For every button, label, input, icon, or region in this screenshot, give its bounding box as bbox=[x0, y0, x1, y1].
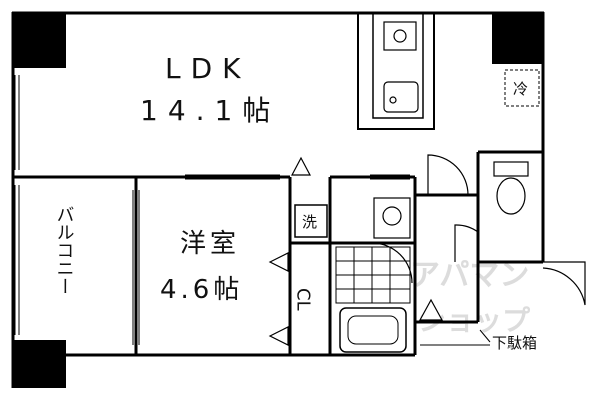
walls bbox=[11, 11, 545, 388]
washer-label: 洗 bbox=[302, 213, 317, 231]
western-name: 洋室 bbox=[180, 229, 240, 259]
washbasin bbox=[373, 197, 411, 239]
bathroom bbox=[335, 246, 411, 353]
shoe-box: 下駄箱 bbox=[420, 329, 537, 352]
door-swings bbox=[371, 154, 586, 306]
pillar-top-right bbox=[492, 12, 544, 64]
toilet bbox=[493, 161, 529, 215]
watermark: アパマン ショップ bbox=[410, 258, 531, 337]
western-area: 4.6帖 bbox=[160, 275, 243, 305]
refrigerator-space: 冷 bbox=[504, 69, 540, 107]
watermark-top: アパマン bbox=[410, 258, 529, 293]
pillar-bottom-left bbox=[12, 340, 66, 388]
triangle-markers bbox=[268, 156, 444, 346]
refrigerator-label: 冷 bbox=[513, 80, 528, 98]
washer-space: 洗 bbox=[294, 204, 328, 238]
windows bbox=[14, 75, 410, 345]
sink bbox=[383, 81, 419, 113]
balcony-label: バルコニー bbox=[54, 205, 75, 295]
closet-label: CL bbox=[293, 288, 314, 311]
pillars bbox=[12, 12, 544, 388]
shoe-box-label: 下駄箱 bbox=[492, 334, 537, 352]
ldk-area: 14.1帖 bbox=[140, 94, 280, 127]
ldk-name: LDK bbox=[165, 52, 251, 85]
kitchen-fixtures bbox=[383, 21, 419, 113]
pillar-top-left bbox=[12, 12, 66, 68]
bathtub bbox=[339, 307, 407, 353]
stove bbox=[383, 21, 417, 51]
